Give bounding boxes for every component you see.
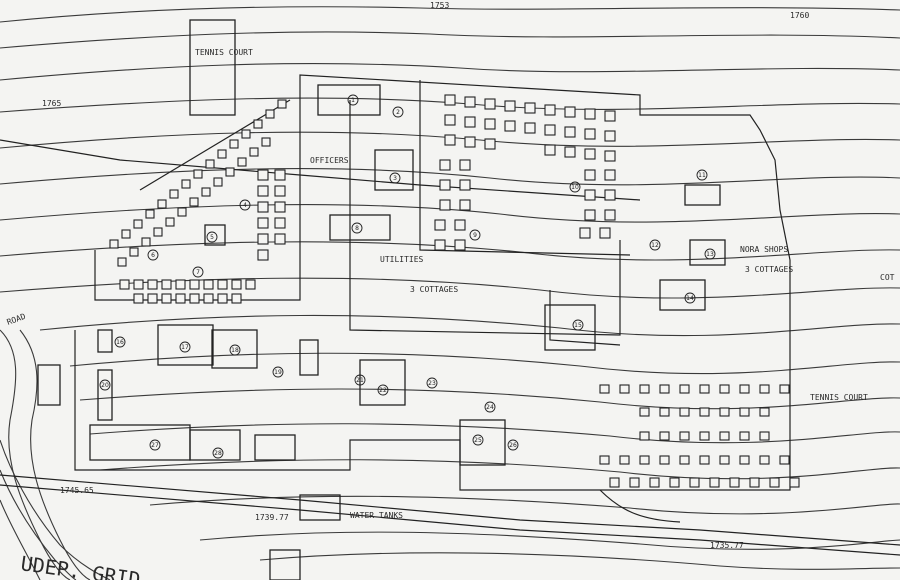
building-number-14: 14	[686, 295, 694, 302]
label-bottom-elevation-right: 1735.77	[710, 541, 744, 550]
building-number-20: 20	[101, 382, 109, 389]
building-number-25: 25	[474, 437, 482, 444]
hut-column-left	[257, 169, 286, 261]
building-number-8: 8	[355, 225, 359, 232]
hut-row-lower	[119, 279, 256, 304]
building-number-10: 10	[571, 184, 579, 191]
buildings	[37, 84, 726, 580]
label-upper-street: UTILITIES	[380, 255, 424, 264]
compound-boundary	[0, 74, 791, 491]
building-number-1: 1	[351, 97, 355, 104]
contour-lines	[0, 6, 900, 580]
building-number-15: 15	[574, 322, 582, 329]
building-number-16: 16	[116, 339, 124, 346]
building-number-5: 5	[210, 234, 214, 241]
label-bottom-left-large: UDEP. GRID	[19, 551, 142, 580]
building-number-4: 4	[243, 202, 247, 209]
label-top-right-elevation: 1760	[790, 11, 809, 20]
diagonal-huts	[109, 99, 287, 267]
building-number-6: 6	[151, 252, 155, 259]
building-number-23: 23	[428, 380, 436, 387]
building-number-21: 21	[356, 377, 364, 384]
label-lower-right: TENNIS COURT	[810, 393, 868, 402]
building-number-28: 28	[214, 450, 222, 457]
building-number-13: 13	[706, 251, 714, 258]
tennis-court	[189, 19, 236, 116]
building-number-27: 27	[151, 442, 159, 449]
building-number-9: 9	[473, 232, 477, 239]
label-right-edge: COT	[880, 273, 895, 282]
building-number-12: 12	[651, 242, 659, 249]
roads	[0, 474, 900, 556]
building-number-markers: 1 2 3 4 5 6 7 8 9 10 11 12 13 14 15 16 1…	[99, 94, 716, 459]
label-cottages-mid: 3 COTTAGES	[410, 285, 458, 294]
map-labels: TENNIS COURT 1753 1760 1765 OFFICERS UTI…	[6, 1, 895, 580]
label-top-elevation: 1753	[430, 1, 449, 10]
building-number-2: 2	[396, 109, 400, 116]
building-number-7: 7	[196, 269, 200, 276]
hut-rows-lower-right	[599, 384, 800, 488]
label-tennis-court: TENNIS COURT	[195, 48, 253, 57]
building-number-19: 19	[274, 369, 282, 376]
label-officers: OFFICERS	[310, 156, 349, 165]
label-bottom-elevation-left: 1745.65	[60, 486, 94, 495]
building-number-3: 3	[393, 175, 397, 182]
building-number-24: 24	[486, 404, 494, 411]
label-water-tanks: WATER TANKS	[350, 511, 403, 520]
label-cottages-right: 3 COTTAGES	[745, 265, 793, 274]
label-left-elevation: 1765	[42, 99, 61, 108]
label-quarters-right: NORA SHOPS	[740, 245, 788, 254]
hut-grid-center	[434, 94, 616, 251]
building-number-18: 18	[231, 347, 239, 354]
building-number-17: 17	[181, 344, 189, 351]
label-bottom-elevation-mid: 1739.77	[255, 513, 289, 522]
building-number-26: 26	[509, 442, 517, 449]
building-number-11: 11	[698, 172, 706, 179]
building-number-22: 22	[379, 387, 387, 394]
label-road-left: ROAD	[6, 312, 27, 327]
